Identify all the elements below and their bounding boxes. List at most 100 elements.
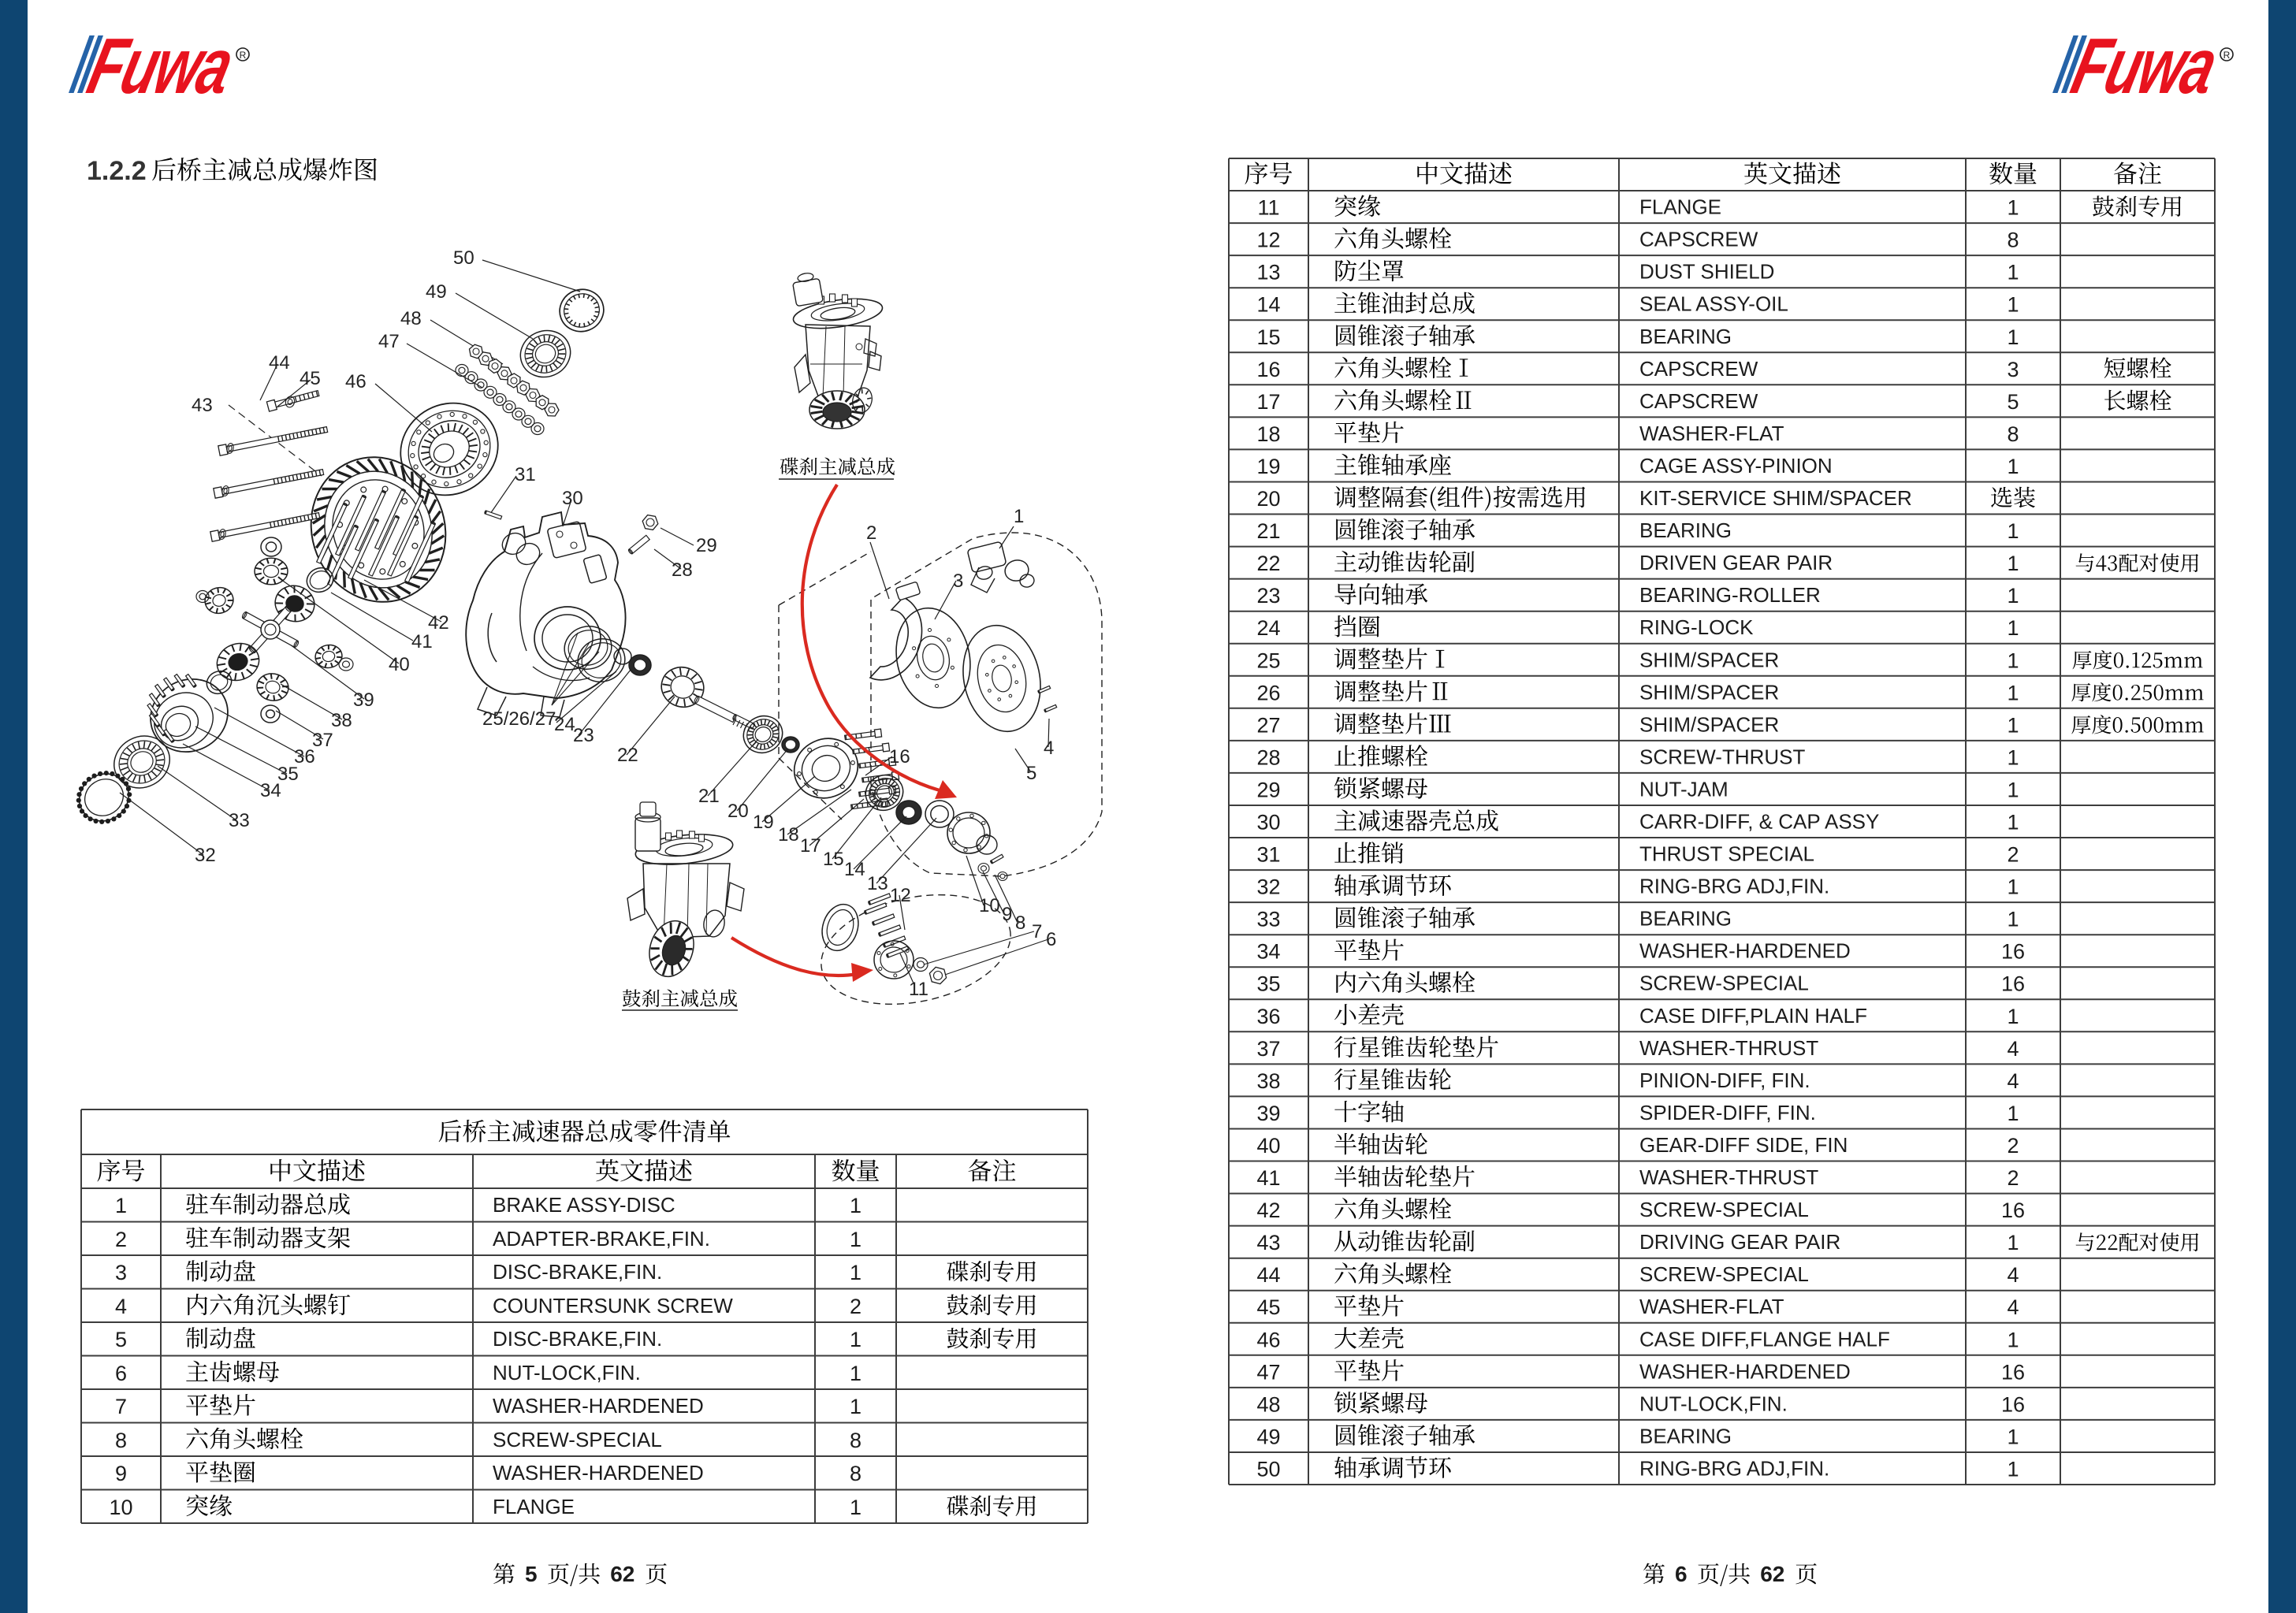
svg-text:SPIDER-DIFF, FIN.: SPIDER-DIFF, FIN. <box>1639 1101 1816 1124</box>
svg-text:BEARING-ROLLER: BEARING-ROLLER <box>1639 583 1821 607</box>
svg-text:1: 1 <box>2007 519 2019 543</box>
svg-text:WASHER-HARDENED: WASHER-HARDENED <box>493 1394 704 1418</box>
svg-text:6: 6 <box>1046 929 1056 950</box>
svg-text:25/26/27: 25/26/27 <box>482 708 556 730</box>
svg-text:9: 9 <box>115 1462 127 1485</box>
svg-text:32: 32 <box>195 845 216 866</box>
svg-text:NUT-LOCK,FIN.: NUT-LOCK,FIN. <box>493 1361 641 1384</box>
svg-text:WASHER-THRUST: WASHER-THRUST <box>1639 1036 1818 1060</box>
svg-text:20: 20 <box>728 801 749 822</box>
svg-text:39: 39 <box>1256 1102 1280 1125</box>
svg-text:46: 46 <box>1256 1328 1280 1351</box>
svg-text:10: 10 <box>109 1496 132 1519</box>
svg-text:42: 42 <box>428 612 449 634</box>
svg-text:40: 40 <box>389 654 410 675</box>
svg-text:16: 16 <box>1256 358 1280 381</box>
svg-text:34: 34 <box>1256 940 1280 964</box>
svg-text:WASHER-FLAT: WASHER-FLAT <box>1639 422 1784 445</box>
svg-text:4: 4 <box>2007 1295 2019 1319</box>
svg-text:18: 18 <box>1256 422 1280 446</box>
svg-text:1: 1 <box>2007 1102 2019 1125</box>
svg-text:1: 1 <box>2007 196 2019 220</box>
svg-text:13: 13 <box>1256 261 1280 284</box>
svg-text:1: 1 <box>2007 616 2019 640</box>
svg-text:48: 48 <box>400 308 422 329</box>
svg-text:36: 36 <box>294 746 315 767</box>
svg-text:19: 19 <box>753 812 774 833</box>
svg-text:BEARING: BEARING <box>1639 907 1732 931</box>
svg-text:43: 43 <box>1256 1231 1280 1254</box>
svg-text:11: 11 <box>1257 196 1279 220</box>
svg-text:SCREW-SPECIAL: SCREW-SPECIAL <box>1639 1198 1809 1221</box>
svg-text:CAPSCREW: CAPSCREW <box>1639 357 1758 381</box>
svg-text:14: 14 <box>844 859 865 880</box>
svg-text:43: 43 <box>192 395 213 416</box>
svg-text:19: 19 <box>1256 455 1280 478</box>
svg-text:10: 10 <box>979 895 1000 916</box>
svg-text:1: 1 <box>1014 506 1024 527</box>
svg-text:38: 38 <box>331 710 352 731</box>
svg-text:3: 3 <box>953 570 963 592</box>
svg-text:42: 42 <box>1256 1199 1280 1222</box>
svg-text:38: 38 <box>1256 1069 1280 1093</box>
svg-text:50: 50 <box>453 247 474 269</box>
svg-text:COUNTERSUNK SCREW: COUNTERSUNK SCREW <box>493 1294 733 1318</box>
svg-text:29: 29 <box>1256 779 1280 802</box>
svg-text:Fuwa: Fuwa <box>2064 22 2224 110</box>
svg-text:FLANGE: FLANGE <box>1639 195 1721 219</box>
svg-text:KIT-SERVICE SHIM/SPACER: KIT-SERVICE SHIM/SPACER <box>1639 486 1912 510</box>
svg-text:1: 1 <box>2007 325 2019 349</box>
svg-text:1: 1 <box>2007 1231 2019 1254</box>
svg-text:SCREW-SPECIAL: SCREW-SPECIAL <box>493 1428 662 1451</box>
svg-text:WASHER-HARDENED: WASHER-HARDENED <box>1639 939 1851 963</box>
svg-text:48: 48 <box>1256 1392 1280 1416</box>
svg-text:12: 12 <box>890 885 911 906</box>
svg-text:16: 16 <box>2001 1360 2025 1384</box>
svg-text:WASHER-FLAT: WASHER-FLAT <box>1639 1295 1784 1318</box>
svg-text:8: 8 <box>850 1462 861 1485</box>
svg-text:6: 6 <box>1675 1562 1688 1586</box>
svg-text:1: 1 <box>2007 779 2019 802</box>
svg-text:3: 3 <box>115 1261 127 1284</box>
svg-text:1: 1 <box>850 1228 861 1251</box>
svg-text:CAPSCREW: CAPSCREW <box>1639 228 1758 251</box>
svg-text:SEAL ASSY-OIL: SEAL ASSY-OIL <box>1639 292 1788 316</box>
svg-text:5: 5 <box>2007 390 2019 414</box>
svg-text:4: 4 <box>2007 1263 2019 1287</box>
svg-text:28: 28 <box>672 559 693 581</box>
svg-text:SCREW-SPECIAL: SCREW-SPECIAL <box>1639 972 1809 995</box>
svg-text:41: 41 <box>1256 1166 1280 1190</box>
svg-text:BEARING: BEARING <box>1639 325 1732 348</box>
svg-text:BEARING: BEARING <box>1639 1424 1732 1448</box>
svg-text:2: 2 <box>850 1295 861 1318</box>
svg-text:3: 3 <box>2007 358 2019 381</box>
svg-text:22: 22 <box>617 745 638 766</box>
svg-text:1: 1 <box>2007 875 2019 899</box>
svg-text:11: 11 <box>909 979 928 1000</box>
svg-text:DISC-BRAKE,FIN.: DISC-BRAKE,FIN. <box>493 1260 662 1284</box>
svg-text:1: 1 <box>2007 293 2019 317</box>
svg-text:R: R <box>240 50 247 61</box>
svg-text:FLANGE: FLANGE <box>493 1495 575 1518</box>
svg-text:1: 1 <box>2007 811 2019 834</box>
svg-text:8: 8 <box>1015 912 1025 934</box>
svg-text:62: 62 <box>1760 1562 1784 1586</box>
svg-text:46: 46 <box>345 371 367 392</box>
svg-text:47: 47 <box>1256 1360 1280 1384</box>
svg-text:37: 37 <box>312 730 333 751</box>
svg-text:4: 4 <box>2007 1069 2019 1093</box>
svg-text:8: 8 <box>115 1429 127 1452</box>
svg-text:16: 16 <box>2001 972 2025 996</box>
svg-text:2: 2 <box>115 1228 127 1251</box>
svg-text:PINION-DIFF, FIN.: PINION-DIFF, FIN. <box>1639 1069 1810 1092</box>
svg-text:26: 26 <box>1256 681 1280 704</box>
svg-text:CARR-DIFF, & CAP ASSY: CARR-DIFF, & CAP ASSY <box>1639 810 1879 834</box>
svg-text:15: 15 <box>823 849 844 870</box>
svg-text:12: 12 <box>1256 229 1280 252</box>
svg-text:CASE DIFF,FLANGE HALF: CASE DIFF,FLANGE HALF <box>1639 1327 1890 1351</box>
svg-text:WASHER-THRUST: WASHER-THRUST <box>1639 1165 1818 1189</box>
svg-text:1: 1 <box>2007 1328 2019 1351</box>
svg-text:DISC-BRAKE,FIN.: DISC-BRAKE,FIN. <box>493 1327 662 1351</box>
svg-text:SHIM/SPACER: SHIM/SPACER <box>1639 680 1779 704</box>
svg-text:4: 4 <box>115 1295 127 1318</box>
